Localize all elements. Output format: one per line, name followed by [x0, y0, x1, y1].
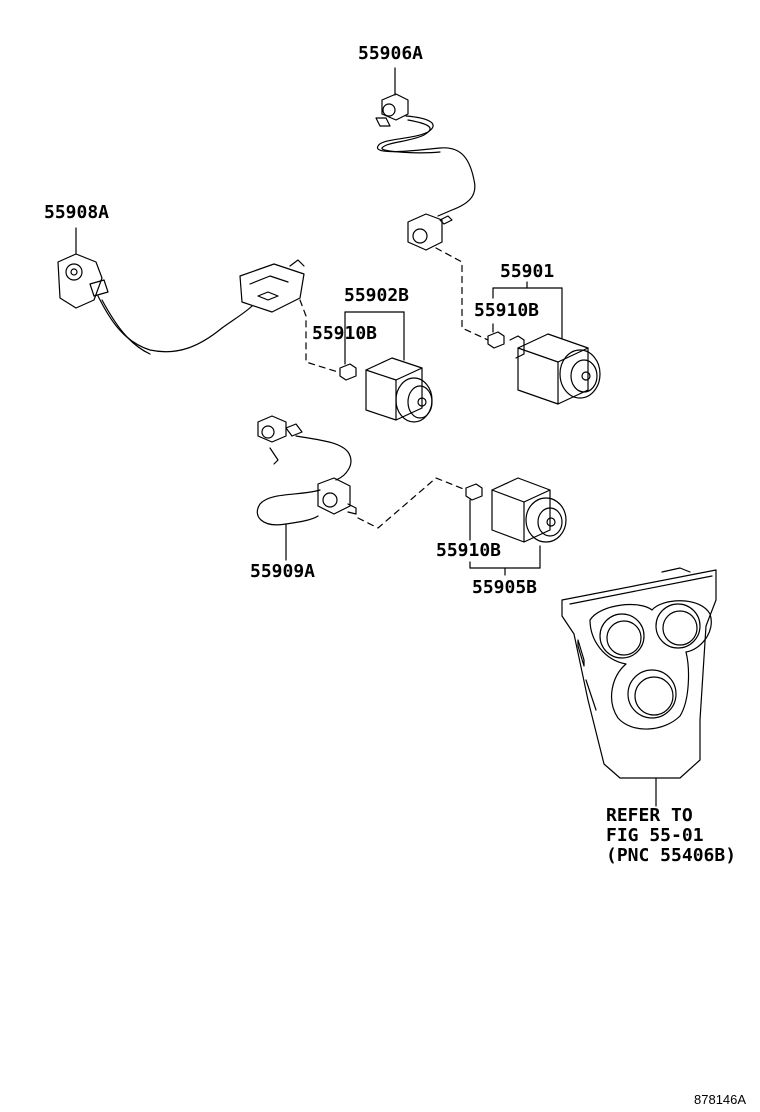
- knob-55902B: [365, 357, 433, 423]
- cable-55906A: [375, 67, 476, 251]
- clip-55910B-right: [487, 331, 505, 349]
- label-refer-line3: (PNC 55406B): [606, 845, 737, 866]
- bracket-55901: [492, 281, 563, 339]
- bracket-55905B: [469, 499, 541, 576]
- bracket-55902B: [344, 311, 405, 365]
- label-55901: 55901: [500, 261, 555, 282]
- dashed-connection-55909A: [357, 477, 467, 529]
- label-55906A: 55906A: [358, 43, 424, 64]
- label-55902B: 55902B: [344, 285, 410, 306]
- label-refer-line2: FIG 55-01: [606, 825, 704, 846]
- label-55905B: 55905B: [472, 577, 538, 598]
- figure-id: 878146A: [694, 1092, 747, 1107]
- console-panel: [561, 567, 717, 807]
- cable-55909A: [256, 415, 357, 561]
- label-55910B-left: 55910B: [312, 323, 378, 344]
- label-55910B-right: 55910B: [474, 300, 540, 321]
- knob-55901: [509, 333, 601, 405]
- label-55910B-bottom: 55910B: [436, 540, 502, 561]
- dashed-connection-55908A: [299, 299, 339, 373]
- cable-55908A: [57, 227, 305, 355]
- label-55909A: 55909A: [250, 561, 316, 582]
- clip-55910B-left: [339, 363, 357, 381]
- dashed-connection-55906A: [435, 247, 489, 341]
- label-55908A: 55908A: [44, 202, 110, 223]
- label-refer-line1: REFER TO: [606, 805, 693, 826]
- clip-55910B-bottom: [465, 483, 483, 501]
- knob-55905B: [491, 477, 567, 543]
